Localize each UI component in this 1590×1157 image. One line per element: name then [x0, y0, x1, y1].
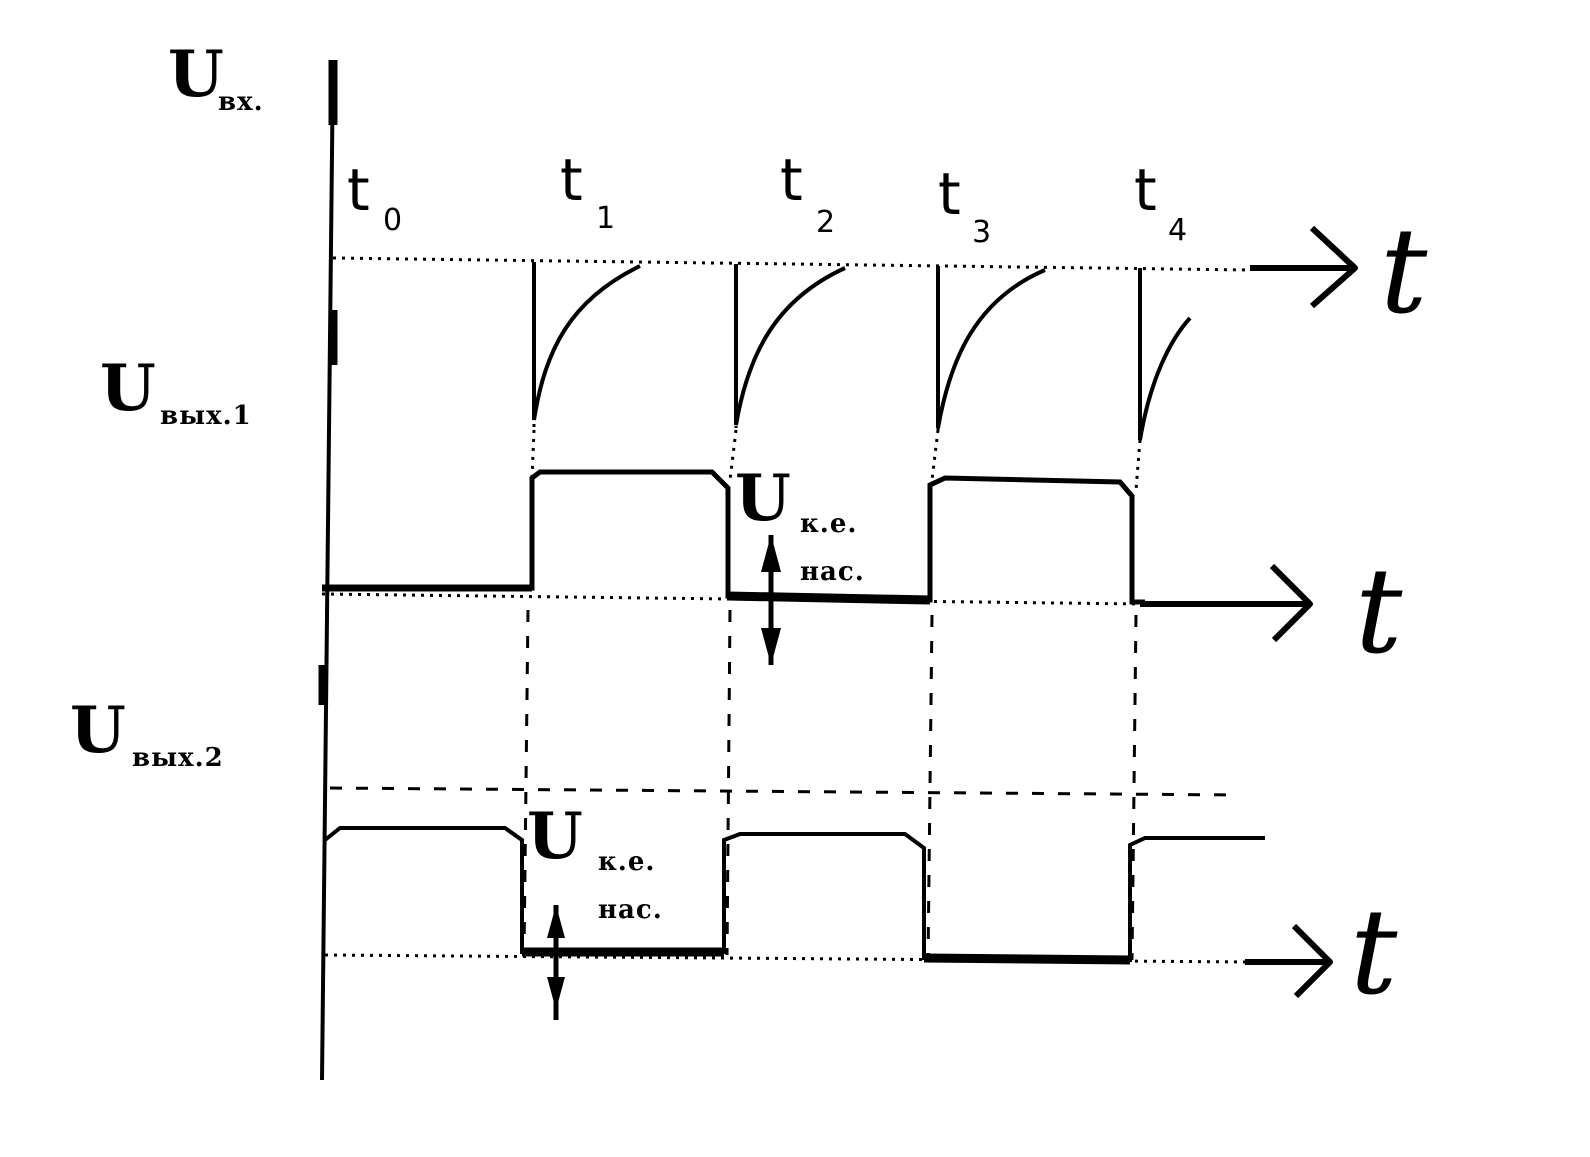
- output1-axis-arrow-t: [1140, 563, 1313, 643]
- u-output1-label-main: U: [100, 351, 156, 426]
- time-mark-t4: t: [1134, 156, 1157, 224]
- time-mark-t3: t: [938, 160, 961, 228]
- time-mark-t0: t: [347, 156, 370, 224]
- time-mark-t2-sub: 2: [816, 205, 835, 240]
- time-mark-t4-sub: 4: [1168, 213, 1187, 248]
- output1-waveform: [322, 469, 1145, 605]
- output1-baseline: [321, 592, 1141, 606]
- output2-upper-dashed-level: [329, 786, 1241, 797]
- u-ce-sat-top-sub2: нас.: [800, 557, 865, 587]
- time-reference-lines: [522, 429, 1142, 961]
- input-baseline: [332, 256, 1251, 272]
- input-spikes: [532, 262, 1192, 441]
- axis-label-t-input: t: [1380, 202, 1428, 340]
- u-input-label-sub: вх.: [218, 87, 264, 117]
- u-output2-label-sub: вых.2: [132, 743, 224, 773]
- u-output2-label-main: U: [70, 693, 126, 768]
- output2-axis-arrow-t: [1245, 923, 1333, 999]
- time-mark-t3-sub: 3: [972, 215, 991, 250]
- output2-waveform: [323, 826, 1265, 963]
- u-output1-label-sub: вых.1: [160, 401, 252, 431]
- time-mark-t1-sub: 1: [596, 201, 615, 236]
- ce-sat-marker-bottom: [547, 905, 565, 1020]
- vertical-axis: [320, 59, 335, 1081]
- axis-label-t-output1: t: [1355, 542, 1403, 680]
- u-ce-sat-top-main: U: [735, 461, 791, 536]
- time-mark-t0-sub: 0: [383, 203, 402, 238]
- u-input-label-main: U: [168, 37, 224, 112]
- time-mark-t1: t: [560, 146, 583, 214]
- u-ce-sat-top-sub1: к.е.: [800, 509, 857, 539]
- time-mark-t2: t: [780, 146, 803, 214]
- axis-label-t-output2: t: [1350, 883, 1398, 1021]
- ce-sat-marker-top: [761, 535, 781, 665]
- output2-low-level-2: [923, 953, 1131, 965]
- u-ce-sat-bottom-main: U: [527, 799, 583, 874]
- output2-baseline: [324, 953, 1251, 964]
- input-axis-arrow-t: [1250, 225, 1358, 309]
- u-ce-sat-bottom-sub2: нас.: [598, 895, 663, 925]
- output1-low-level: [727, 591, 931, 605]
- u-ce-sat-bottom-sub1: к.е.: [598, 847, 655, 877]
